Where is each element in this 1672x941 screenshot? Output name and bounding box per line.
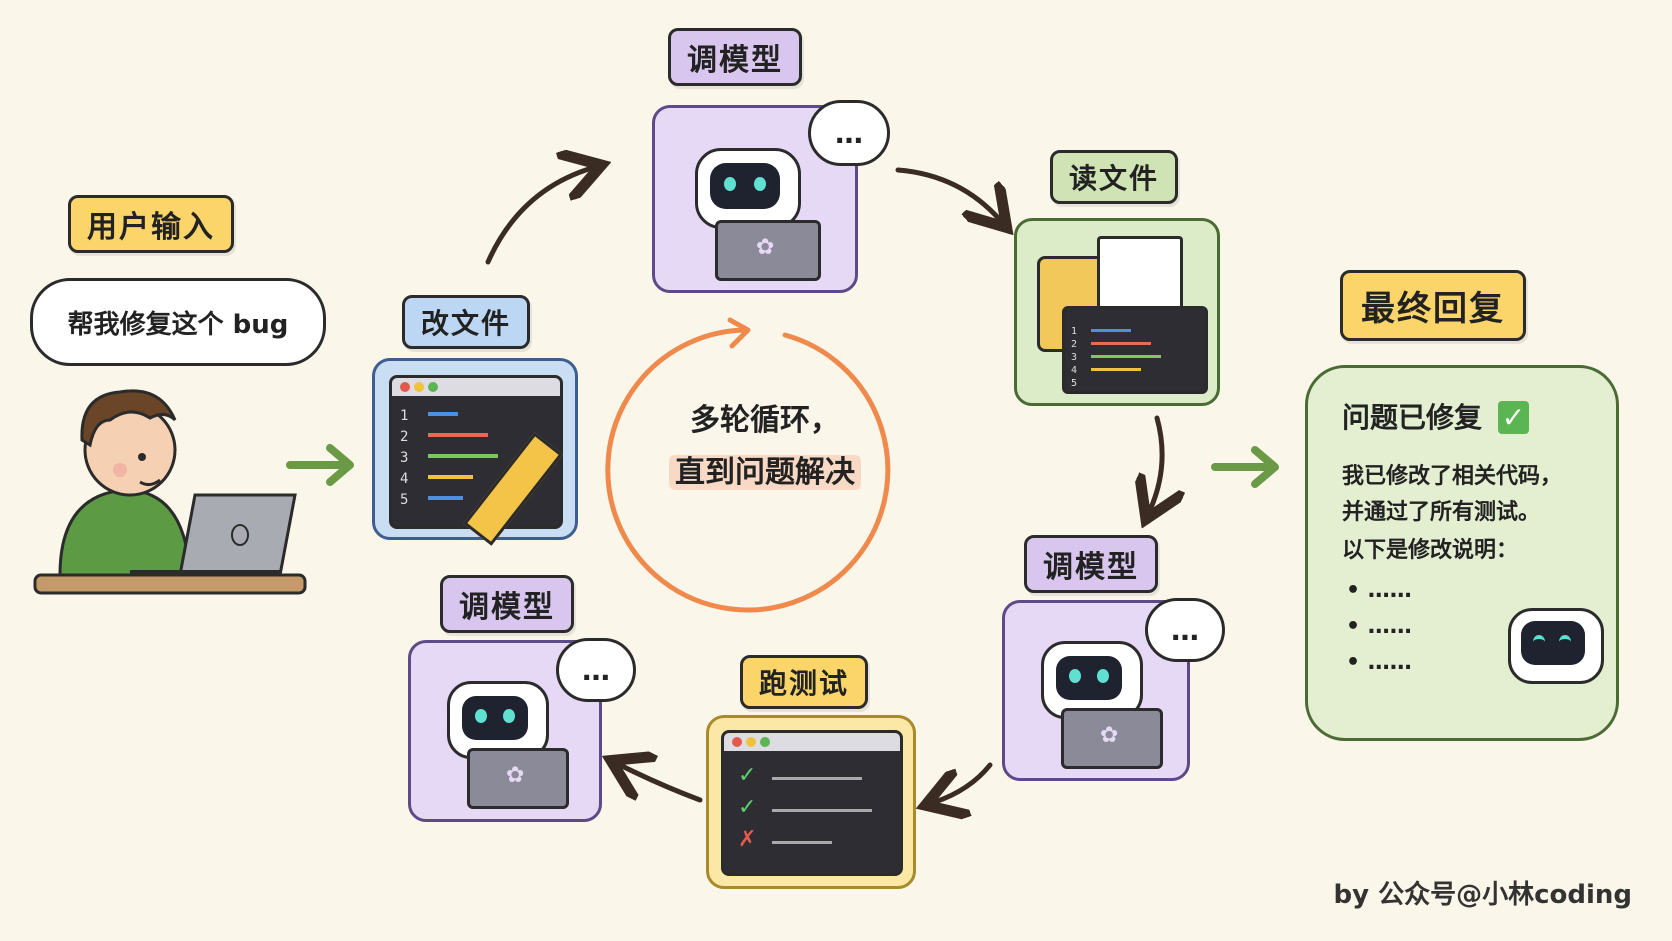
read-file-card: 1 2 3 4 5 <box>1014 218 1220 406</box>
loop-circle <box>605 317 891 613</box>
laptop-icon: ✿ <box>1061 708 1163 769</box>
model-left-label: 调模型 <box>440 575 574 633</box>
model-left-card: ✿ <box>408 640 602 822</box>
model-right-label: 调模型 <box>1024 535 1158 593</box>
user-speech-bubble: 帮我修复这个 bug <box>30 278 326 366</box>
read-file-label: 读文件 <box>1050 150 1179 204</box>
robot-icon <box>1041 641 1143 719</box>
model-right-card: ✿ <box>1002 600 1190 781</box>
editor-titlebar <box>392 378 560 396</box>
robot-icon <box>1508 608 1604 684</box>
run-test-label: 跑测试 <box>740 655 869 709</box>
check-icon: ✓ <box>1497 401 1530 434</box>
loop-caption: 多轮循环， 直到问题解决 <box>620 395 910 499</box>
run-test-card: ✓ ✓ ✗ <box>706 715 916 889</box>
model-top-bubble: … <box>808 100 890 166</box>
loop-caption-line1: 多轮循环， <box>690 403 840 438</box>
final-reply-bullet: • …… <box>1346 650 1412 675</box>
final-reply-bullet: • …… <box>1346 614 1412 639</box>
laptop-icon: ✿ <box>715 220 821 281</box>
editor-line-numbers: 1 2 3 4 5 <box>400 408 409 508</box>
brain-icon: ✿ <box>756 235 775 260</box>
green-arrows <box>286 444 1279 488</box>
model-right-bubble: … <box>1145 598 1225 662</box>
user-figure <box>33 389 307 595</box>
user-speech-text: 帮我修复这个 bug <box>67 309 289 340</box>
read-line-numbers: 1 2 3 4 5 <box>1071 326 1078 389</box>
edit-file-label: 改文件 <box>402 295 531 349</box>
model-left-bubble: … <box>556 638 636 702</box>
final-reply-bubble: 问题已修复 ✓ 我已修改了相关代码， 并通过了所有测试。 以下是修改说明： • … <box>1305 365 1619 741</box>
check-icon: ✓ <box>738 795 757 820</box>
final-reply-label: 最终回复 <box>1340 270 1526 341</box>
brain-icon: ✿ <box>506 763 525 788</box>
laptop-icon: ✿ <box>467 748 569 809</box>
final-reply-line1: 我已修改了相关代码， <box>1342 464 1563 489</box>
robot-icon <box>695 148 801 229</box>
credit-text: by 公众号@小林coding <box>1333 880 1632 910</box>
final-reply-bullet: • …… <box>1346 578 1412 603</box>
laptop-icon <box>130 493 297 577</box>
user-input-label: 用户输入 <box>68 195 234 253</box>
model-top-label: 调模型 <box>668 28 802 86</box>
code-window: 1 2 3 4 5 <box>1062 306 1208 394</box>
robot-icon <box>447 681 549 759</box>
flow-arrows <box>485 168 1162 802</box>
loop-caption-line2: 直到问题解决 <box>669 455 861 490</box>
final-reply-title: 问题已修复 ✓ <box>1342 396 1530 436</box>
cross-icon: ✗ <box>738 827 757 852</box>
test-terminal: ✓ ✓ ✗ <box>721 730 903 876</box>
final-reply-line2: 并通过了所有测试。 <box>1342 500 1541 525</box>
brain-icon: ✿ <box>1100 723 1119 748</box>
final-reply-line3: 以下是修改说明： <box>1342 538 1519 563</box>
edit-file-card: 1 2 3 4 5 <box>372 358 578 546</box>
check-icon: ✓ <box>738 763 757 788</box>
